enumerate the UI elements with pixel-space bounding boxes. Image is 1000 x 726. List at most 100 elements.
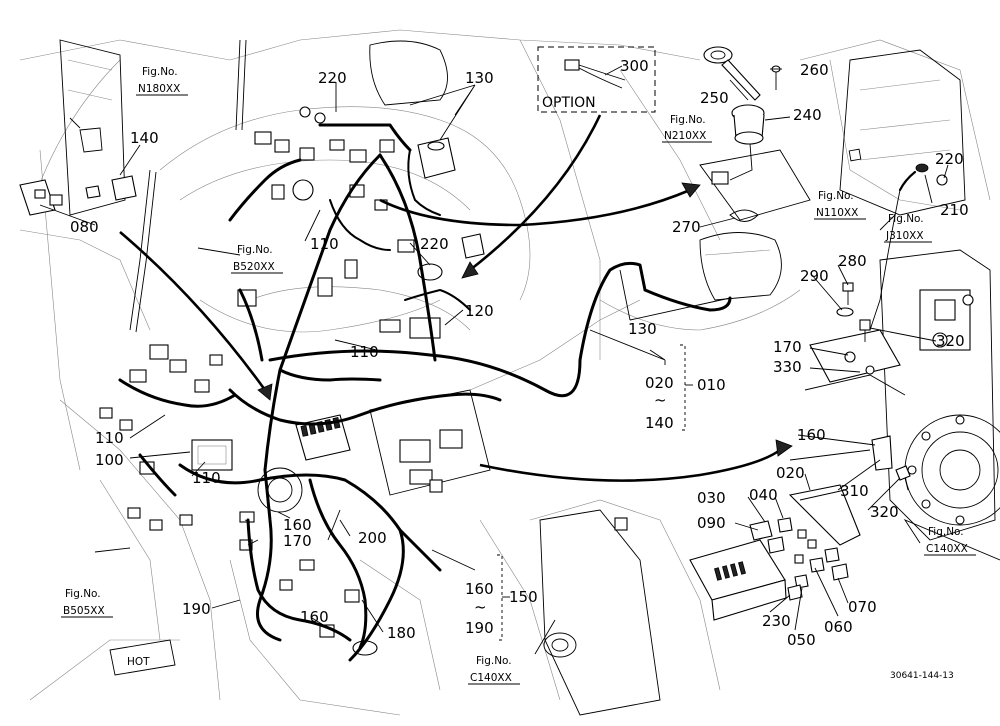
label-040: 040 [749, 486, 778, 504]
label-220-top: 220 [318, 69, 347, 87]
clamp-310 [789, 435, 893, 471]
fig-ref-n210-code: N210XX [664, 130, 706, 142]
fig-ref-c140-bottom-title: Fig.No. [476, 655, 512, 667]
label-090: 090 [697, 514, 726, 532]
label-160-right: 160 [797, 426, 826, 444]
fig-ref-n110-title: Fig.No. [818, 190, 854, 202]
label-230: 230 [762, 612, 791, 630]
fuel-gauge-sender-240 [729, 104, 765, 181]
ground-cable-210 [869, 163, 948, 331]
fig-ref-c140-bottom: Fig.No. C140XX [468, 655, 520, 685]
label-240: 240 [793, 106, 822, 124]
fig-ref-c140-right-title: Fig.No. [928, 526, 964, 538]
cap-250 [703, 46, 761, 101]
range-tilde-2: ~ [474, 598, 487, 616]
fig-ref-b520-title: Fig.No. [237, 244, 273, 256]
screw-260 [771, 65, 781, 90]
fig-ref-b505-code: B505XX [63, 605, 105, 617]
fig-ref-c140-right: Fig.No. C140XX [924, 526, 976, 556]
seat-top [369, 40, 448, 106]
left-harness-cluster [129, 344, 223, 393]
fig-ref-j310-title: Fig.No. [888, 213, 924, 225]
fig-ref-b505: Fig.No. B505XX [61, 588, 113, 618]
label-130-right: 130 [628, 320, 657, 338]
label-250: 250 [700, 89, 729, 107]
rear-cover-panel [839, 49, 966, 216]
relay-block [369, 389, 491, 496]
fuse-090 [767, 536, 785, 554]
label-330: 330 [773, 358, 802, 376]
label-200: 200 [358, 529, 387, 547]
hot-sticker-text: HOT [127, 656, 150, 668]
label-110-left: 110 [95, 429, 124, 447]
label-290: 290 [800, 267, 829, 285]
fig-ref-n210: Fig.No. N210XX [662, 114, 712, 143]
label-300: 300 [620, 57, 649, 75]
fig-ref-j310-code: J310XX [885, 230, 924, 242]
fuse-050 [794, 574, 809, 589]
seat-switch-130 [417, 137, 456, 179]
option-label: OPTION [542, 95, 596, 111]
fig-ref-n110-code: N110XX [816, 207, 858, 219]
label-270: 270 [672, 218, 701, 236]
label-190-left: 190 [182, 600, 211, 618]
part-labels: 220 130 300 260 250 240 140 080 110 220 … [70, 57, 969, 649]
label-160-lower: 160 [300, 608, 329, 626]
label-160-mid: 160 [283, 516, 312, 534]
label-020-fuse-cover: 020 [776, 464, 805, 482]
option-connector-300 [564, 59, 626, 89]
bolt-320-lower [895, 465, 911, 491]
figure-references: Fig.No. N180XX Fig.No. N210XX Fig.No. N1… [61, 66, 976, 685]
label-110-mid: 110 [350, 343, 379, 361]
wiper-rods [129, 39, 247, 333]
fuse-holder-slots [714, 561, 746, 581]
fuse-070 [831, 563, 849, 581]
label-310: 310 [840, 482, 869, 500]
fig-ref-c140-bottom-code: C140XX [470, 672, 512, 684]
fig-ref-n180-code: N180XX [138, 83, 180, 95]
fuse-060 [809, 547, 840, 573]
seat-right [699, 232, 782, 301]
bolt-280 [842, 282, 854, 305]
fig-ref-j310: Fig.No. J310XX [884, 213, 932, 243]
fig-ref-b520: Fig.No. B520XX [231, 244, 283, 274]
range-tilde-1: ~ [654, 391, 667, 409]
fig-ref-n110: Fig.No. N110XX [814, 190, 866, 220]
label-190-range: 190 [465, 619, 494, 637]
fuse-holder-assembly [689, 484, 861, 621]
controller-100 [191, 439, 233, 471]
switch-080 [19, 179, 63, 216]
label-170-right: 170 [773, 338, 802, 356]
option-box [537, 46, 656, 113]
hot-sticker: HOT [109, 639, 176, 676]
label-060: 060 [824, 618, 853, 636]
label-140-left: 140 [130, 129, 159, 147]
bolt-320-upper [859, 319, 871, 342]
label-280: 280 [838, 252, 867, 270]
label-020-range: 020 [645, 374, 674, 392]
hub-bolts [907, 415, 965, 525]
range-bracket-150 [497, 554, 510, 641]
fig-ref-n180-title: Fig.No. [142, 66, 178, 78]
label-150: 150 [509, 588, 538, 606]
fuse-040 [777, 517, 793, 533]
fuse-030 [749, 520, 773, 541]
fig-ref-b520-code: B520XX [233, 261, 275, 273]
fig-ref-n210-title: Fig.No. [670, 114, 706, 126]
fig-ref-c140-right-code: C140XX [926, 543, 968, 555]
fender-panel-c140 [539, 509, 661, 716]
fig-ref-b505-title: Fig.No. [65, 588, 101, 600]
label-100: 100 [95, 451, 124, 469]
fuse-230 [787, 584, 803, 601]
label-080: 080 [70, 218, 99, 236]
reference-arrows [119, 114, 793, 482]
main-harness [118, 123, 732, 662]
rear-axle-hub [879, 249, 1000, 541]
label-210: 210 [940, 201, 969, 219]
label-110-top: 110 [310, 235, 339, 253]
small-fuses [794, 529, 817, 564]
label-110-lower: 110 [192, 469, 221, 487]
label-170-mid: 170 [283, 532, 312, 550]
label-320-upper: 320 [936, 332, 965, 350]
